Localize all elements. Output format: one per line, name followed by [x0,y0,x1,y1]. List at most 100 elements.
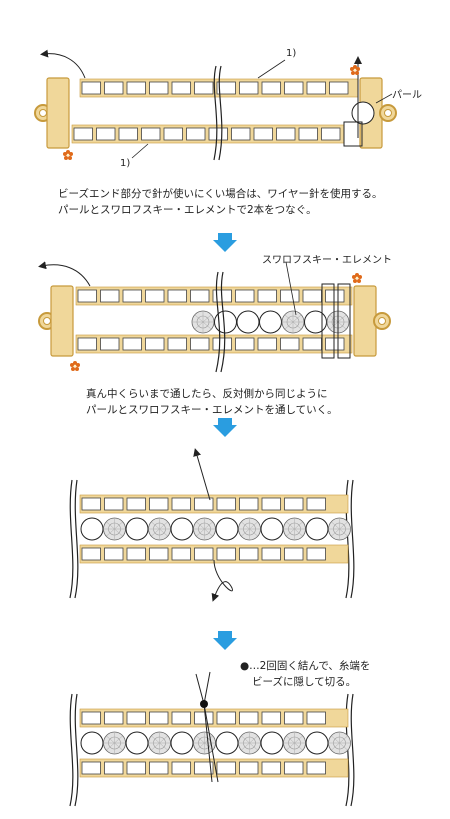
seed-bead [104,547,124,561]
seed-bead [253,127,273,141]
next-step-arrow-icon [213,631,237,650]
seed-bead [284,81,304,95]
middle-pearl-crystal-row [80,517,351,541]
seed-bead [118,127,138,141]
pearl-label: パール [392,90,422,101]
crystal-bead [328,731,351,755]
caption-line: パールとスワロフスキー・エレメントで2本をつなぐ。 [58,204,317,216]
crystal-bead [103,731,126,755]
crystal-bead [281,310,305,334]
seed-bead [216,547,236,561]
seed-bead [149,497,169,511]
seed-bead [235,337,255,351]
seed-bead [231,127,251,141]
left-end-cap [38,285,74,357]
pearl-bead [170,731,194,755]
seed-bead [280,289,300,303]
top-bead-row [75,286,353,306]
seed-bead [261,711,281,725]
seed-bead [81,711,101,725]
step2-diagram [38,261,391,373]
seed-bead [212,337,232,351]
pearl-bead [80,731,104,755]
knot-marker [200,700,208,708]
seed-bead [306,711,326,725]
seed-bead [141,127,161,141]
seed-bead [186,127,206,141]
step1-top-row-label: 1) [286,48,297,59]
seed-bead [325,337,345,351]
step1-caption: ビーズエンド部分で針が使いにくい場合は、ワイヤー針を使用する。 パールとスワロフ… [58,186,382,218]
left-end-cap [34,77,70,149]
crystal-bead [148,731,171,755]
seed-bead [145,289,165,303]
crystal-bead [283,517,306,541]
flower-mark-icon [63,150,73,160]
crystal-bead [103,517,126,541]
seed-bead [306,547,326,561]
pearl-bead [351,101,375,125]
caption-line: 真ん中くらいまで通したら、反対側から同じように [86,388,328,400]
seed-bead [104,761,124,775]
seed-bead [81,81,101,95]
pearl-bead [305,731,329,755]
seed-bead [306,497,326,511]
seed-bead [122,289,142,303]
pearl-bead [80,517,104,541]
seed-bead [239,711,259,725]
seed-bead [194,711,214,725]
seed-bead [77,337,97,351]
top-bead-row [79,494,349,514]
next-step-arrow-icon [213,418,237,437]
crystal-bead [238,517,261,541]
pearl-bead [125,731,149,755]
seed-bead [284,711,304,725]
seed-bead [81,547,101,561]
note-line: ビーズに隠して切る。 [252,676,357,688]
bottom-bead-row [79,544,349,564]
pearl-bead [304,310,327,334]
pearl-bead [236,310,260,334]
seed-bead [104,711,124,725]
crystal-bead [148,517,171,541]
step1-bottom-row-label: 1) [120,158,131,169]
seed-bead [239,81,259,95]
right-end-cap [353,285,391,357]
seed-bead [216,761,236,775]
seed-bead [325,289,345,303]
seed-bead [235,289,255,303]
seed-bead [126,761,146,775]
crystal-bead [283,731,306,755]
step2-caption: 真ん中くらいまで通したら、反対側から同じように パールとスワロフスキー・エレメン… [86,386,338,418]
seed-bead [149,547,169,561]
caption-line: ビーズエンド部分で針が使いにくい場合は、ワイヤー針を使用する。 [58,188,383,200]
seed-bead [100,289,120,303]
pearl-bead [125,517,149,541]
seed-bead [239,761,259,775]
pearl-bead [259,310,282,334]
seed-bead [261,547,281,561]
seed-bead [261,761,281,775]
seed-bead [100,337,120,351]
crystal-bead [328,517,351,541]
seed-bead [284,547,304,561]
pearl-bead [260,731,284,755]
top-bead-row [79,708,349,728]
seed-bead [261,497,281,511]
seed-bead [122,337,142,351]
seed-bead [126,497,146,511]
seed-bead [306,81,326,95]
step4-note: ●…2回固く結んで、糸端を ビーズに隠して切る。 [240,658,370,690]
seed-bead [126,547,146,561]
pearl-bead [260,517,284,541]
swarovski-label: スワロフスキー・エレメント [262,255,392,266]
seed-bead [104,497,124,511]
seed-bead [126,81,146,95]
seed-bead [194,547,214,561]
seed-bead [276,127,296,141]
crystal-bead [191,310,215,334]
seed-bead [171,497,191,511]
seed-bead [167,289,187,303]
seed-bead [306,761,326,775]
seed-bead [73,127,93,141]
